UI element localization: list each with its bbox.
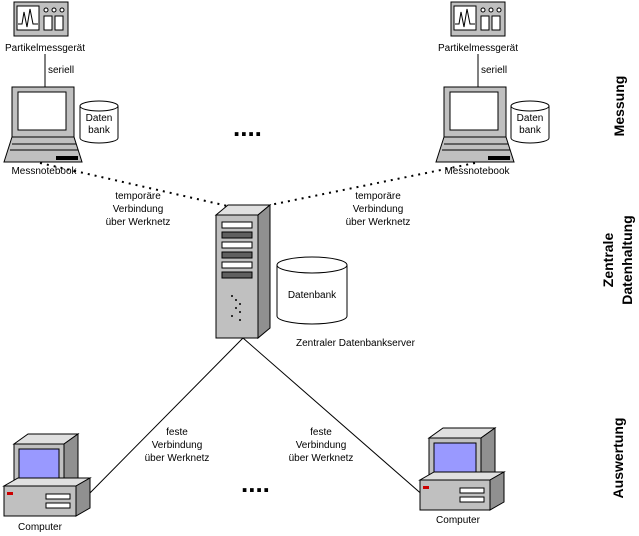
database-right-label-line2: bank: [519, 125, 542, 136]
central-database-label: Datenbank: [288, 290, 337, 301]
fixed-link-right-line1: feste: [310, 427, 332, 438]
temporary-link-left-line2: Verbindung: [113, 204, 164, 215]
central-server-label: Zentraler Datenbankserver: [296, 338, 416, 349]
notebook-right-icon: [435, 86, 515, 163]
section-messung: Messung: [611, 76, 627, 137]
computer-left-label: Computer: [18, 522, 63, 533]
database-left-label-line2: bank: [88, 125, 111, 136]
section-auswertung: Auswertung: [610, 418, 626, 499]
fixed-link-left-line1: feste: [166, 427, 188, 438]
server-tower-icon: [214, 203, 272, 340]
fixed-connection-right: [242, 337, 426, 498]
database-left-icon: [79, 100, 119, 144]
section-zentrale-line2: Datenhaltung: [619, 215, 635, 304]
particle-device-label-right: Partikelmessgerät: [438, 43, 518, 54]
computer-right-icon: [418, 427, 506, 511]
more-computers-ellipsis: ....: [241, 468, 270, 498]
more-notebooks-ellipsis: ....: [233, 112, 262, 142]
temporary-link-left-line3: über Werknetz: [106, 217, 171, 228]
temporary-link-right-line1: temporäre: [355, 191, 401, 202]
notebook-right-label: Messnotebook: [444, 166, 510, 177]
database-left-label-line1: Daten: [86, 113, 113, 124]
fixed-link-left-line2: Verbindung: [152, 440, 203, 451]
database-right-label-line1: Daten: [517, 113, 544, 124]
notebook-left-icon: [3, 86, 83, 163]
computer-left-icon: [2, 433, 92, 517]
particle-device-left-icon: [13, 1, 69, 37]
particle-device-right-icon: [450, 1, 506, 37]
section-zentrale-line1: Zentrale: [600, 233, 616, 288]
database-right-icon: [510, 100, 550, 144]
fixed-connection-left: [84, 337, 244, 499]
fixed-link-left-line3: über Werknetz: [145, 453, 210, 464]
fixed-link-right-line2: Verbindung: [296, 440, 347, 451]
central-database-icon: [276, 256, 348, 325]
serial-label-left: seriell: [48, 65, 74, 76]
temporary-connection-left: [39, 162, 233, 208]
temporary-link-right-line3: über Werknetz: [346, 217, 411, 228]
particle-device-label-left: Partikelmessgerät: [5, 43, 85, 54]
notebook-left-label: Messnotebook: [11, 166, 77, 177]
computer-right-label: Computer: [436, 515, 481, 526]
temporary-link-left-line1: temporäre: [115, 191, 161, 202]
fixed-link-right-line3: über Werknetz: [289, 453, 354, 464]
serial-label-right: seriell: [481, 65, 507, 76]
temporary-link-right-line2: Verbindung: [353, 204, 404, 215]
